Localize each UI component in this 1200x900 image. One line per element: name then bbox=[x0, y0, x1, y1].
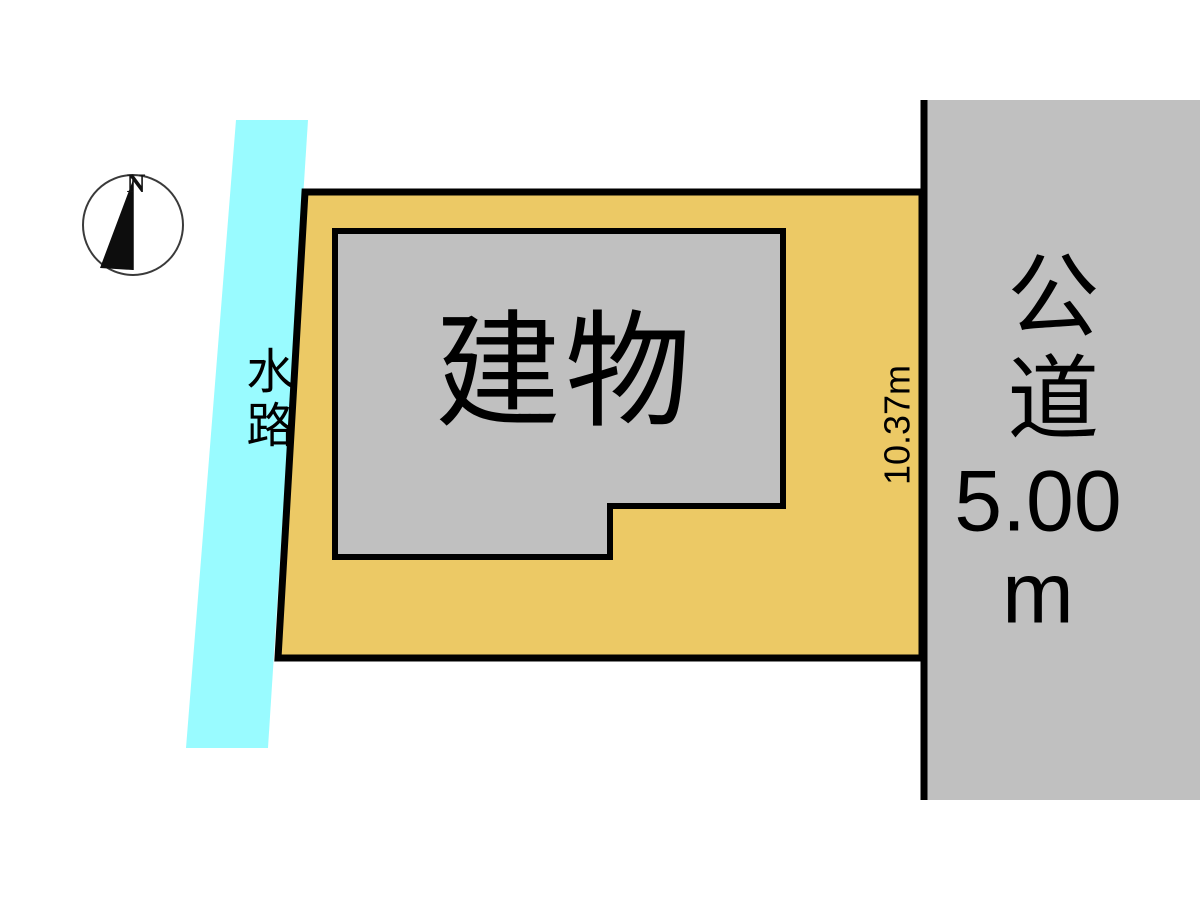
waterway-label: 水路 bbox=[238, 346, 293, 454]
public-road-strip bbox=[922, 100, 1200, 800]
frontage-dimension: 10.37m bbox=[877, 365, 918, 485]
public-road-area: 公道 5.00 m bbox=[920, 100, 1200, 800]
frontage-dimension-label: 10.37m bbox=[877, 365, 918, 485]
road-width-value: 5.00 bbox=[954, 454, 1121, 550]
compass-rose: N bbox=[82, 169, 184, 276]
waterway-area: 水路 bbox=[186, 120, 308, 748]
waterway-band bbox=[186, 120, 308, 748]
building-label: 建物 bbox=[435, 301, 695, 442]
road-name-label: 公道 bbox=[994, 248, 1096, 452]
building-footprint bbox=[332, 228, 786, 560]
compass-needle-icon bbox=[100, 180, 133, 270]
compass-north-label: N bbox=[127, 169, 146, 198]
road-width-unit: m bbox=[1002, 546, 1074, 642]
building-area: 建物 bbox=[332, 228, 786, 560]
